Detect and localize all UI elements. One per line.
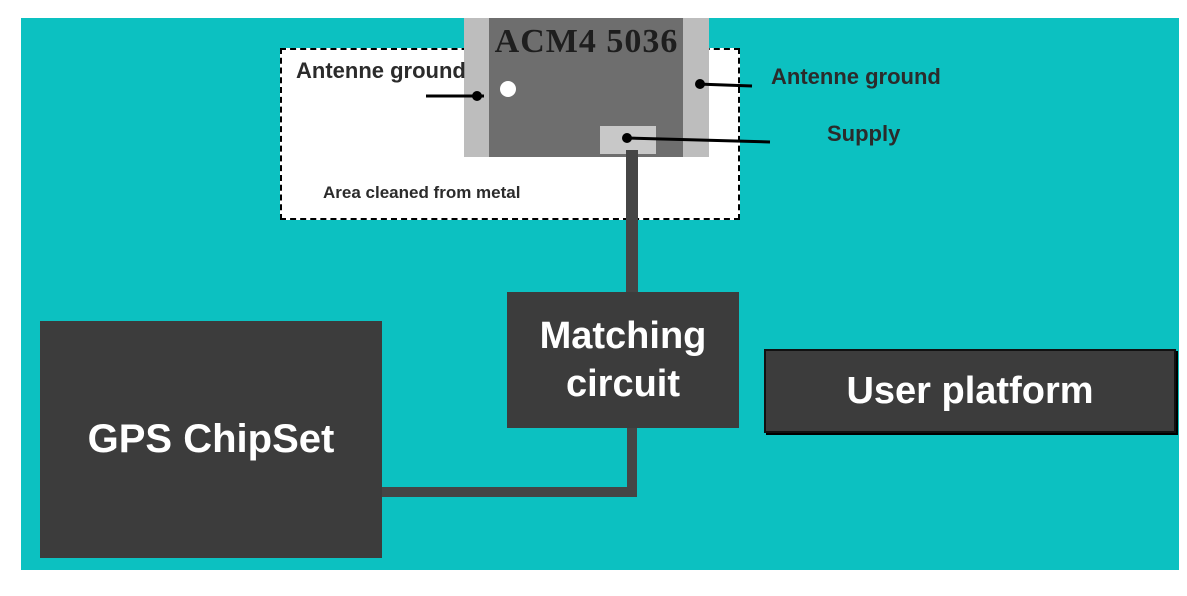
user-platform-block: User platform (764, 349, 1176, 433)
user-platform-label: User platform (846, 369, 1094, 412)
matching-circuit-label-line1: Matching (539, 315, 707, 357)
matching-circuit-label-line2: circuit (565, 363, 681, 405)
antenna-part-label: ACM4 5036 (494, 23, 679, 60)
antenna-ground-right-label: Antenne ground (771, 64, 941, 89)
antenna-ground-right-dot (695, 79, 705, 89)
gps-chipset-block: GPS ChipSet (40, 321, 382, 558)
supply-dot (622, 133, 632, 143)
matching-to-gps-wire (382, 428, 637, 497)
metal-free-area-label: Area cleaned from metal (323, 183, 521, 202)
antenna-ground-left-dot (472, 91, 482, 101)
pin1-marker-dot (500, 81, 516, 97)
supply-leader (626, 136, 771, 144)
antenna-ground-right-leader (696, 82, 753, 88)
antenna-ground-left-label: Antenne ground (296, 58, 466, 83)
matching-circuit-block: Matching circuit (507, 292, 739, 428)
gps-chipset-label: GPS ChipSet (87, 417, 335, 461)
supply-label: Supply (827, 121, 901, 146)
